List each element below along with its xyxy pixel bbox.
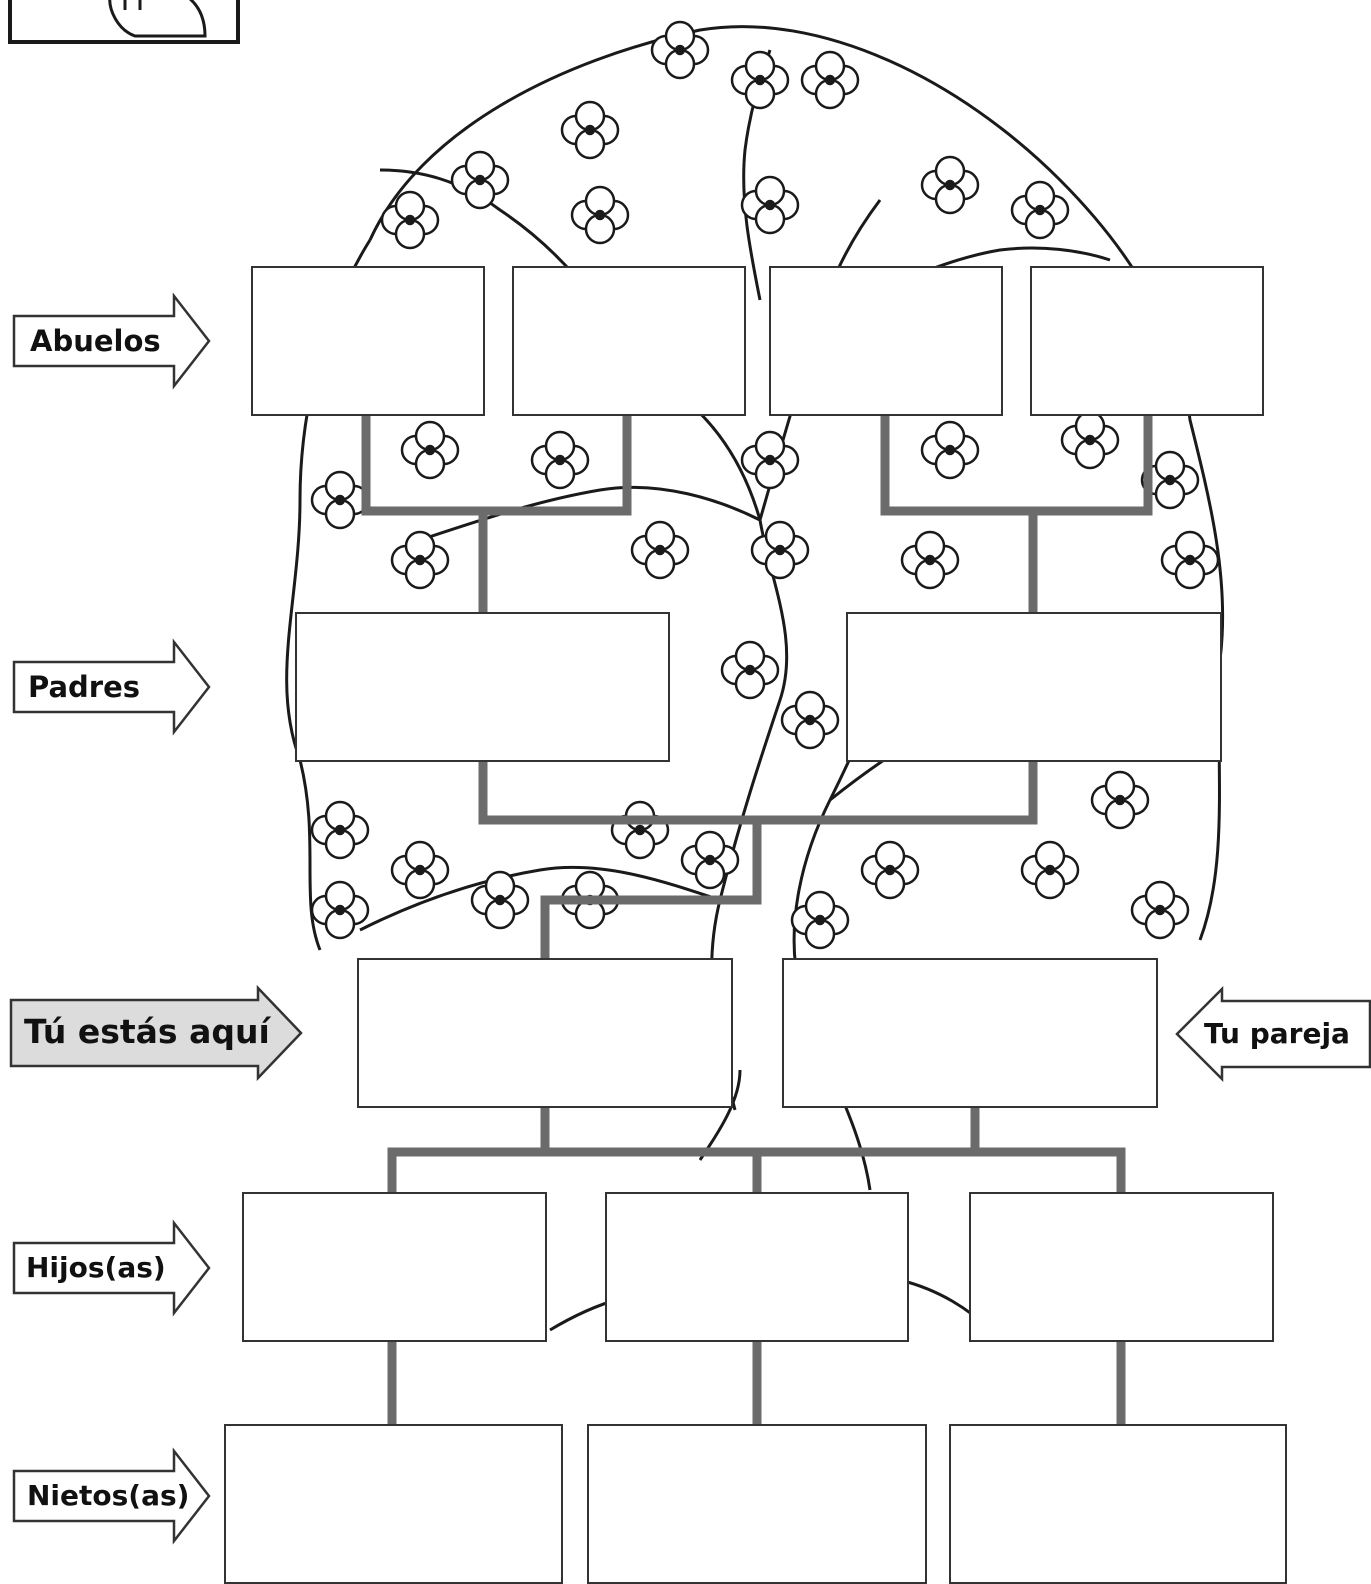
label-padres: Padres	[28, 670, 141, 704]
padre-box-1[interactable]	[295, 612, 670, 762]
abuelo-box-3[interactable]	[769, 266, 1003, 416]
hijo-box-3[interactable]	[969, 1192, 1274, 1342]
arrow-tu: Tú estás aquí	[9, 984, 305, 1082]
hijo-box-2[interactable]	[605, 1192, 909, 1342]
right-arrow-icon	[12, 638, 211, 736]
label-hijos: Hijos(as)	[26, 1251, 166, 1284]
right-arrow-icon	[9, 984, 303, 1082]
arrow-abuelos: Abuelos	[12, 292, 212, 390]
right-arrow-icon	[12, 1219, 211, 1317]
right-arrow-icon	[12, 1447, 211, 1545]
abuelo-box-2[interactable]	[512, 266, 746, 416]
label-pareja: Tu pareja	[1204, 1017, 1350, 1050]
tu-box[interactable]	[357, 958, 733, 1108]
left-arrow-icon	[1175, 985, 1371, 1083]
hijo-box-1[interactable]	[242, 1192, 547, 1342]
nieto-box-1[interactable]	[224, 1424, 563, 1584]
nieto-box-3[interactable]	[949, 1424, 1287, 1584]
connector-lines	[361, 416, 1153, 1424]
nieto-box-2[interactable]	[587, 1424, 927, 1584]
arrow-padres: Padres	[12, 638, 212, 736]
abuelo-box-1[interactable]	[251, 266, 485, 416]
hand-drawing-icon	[8, 0, 240, 44]
label-tu: Tú estás aquí	[24, 1012, 270, 1051]
arrow-nietos: Nietos(as)	[12, 1447, 212, 1545]
label-nietos: Nietos(as)	[27, 1479, 190, 1512]
right-arrow-icon	[12, 292, 211, 390]
padre-box-2[interactable]	[846, 612, 1222, 762]
arrow-hijos: Hijos(as)	[12, 1219, 212, 1317]
pareja-box[interactable]	[782, 958, 1158, 1108]
arrow-pareja: Tu pareja	[1174, 985, 1371, 1083]
abuelo-box-4[interactable]	[1030, 266, 1264, 416]
label-abuelos: Abuelos	[30, 324, 161, 358]
